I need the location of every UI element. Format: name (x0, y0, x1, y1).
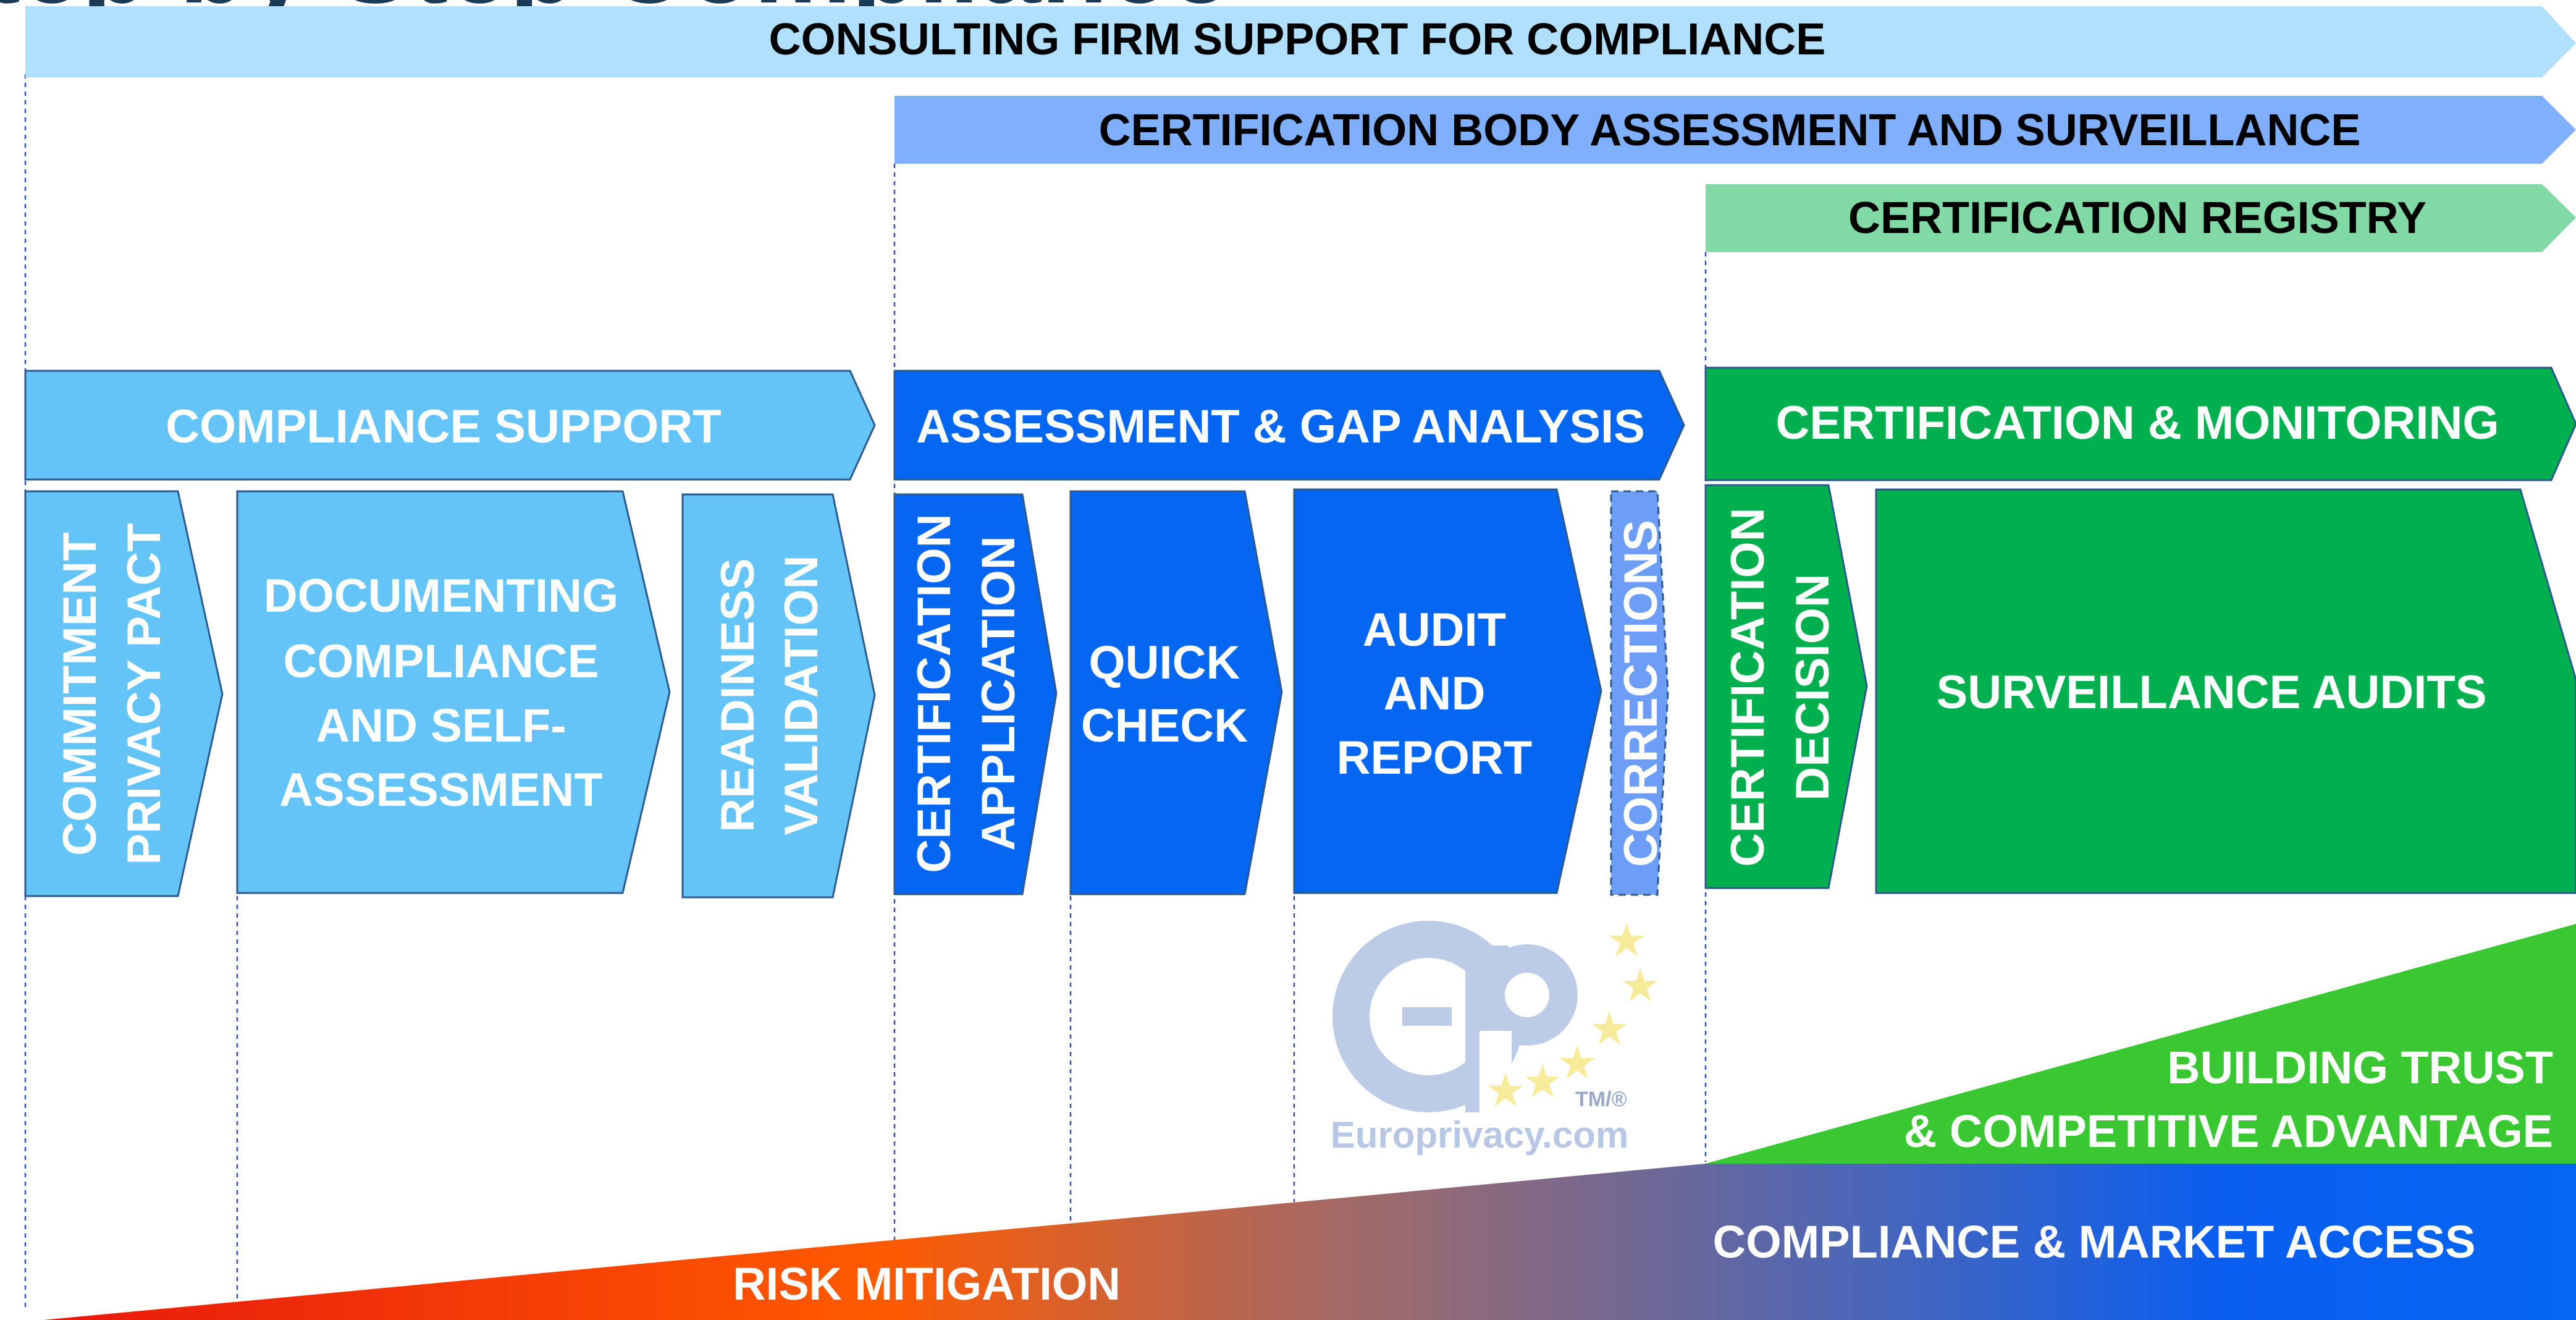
certification-body-band: CERTIFICATION BODY ASSESSMENT AND SURVEI… (894, 96, 2576, 164)
step-commitment-line1: COMMITMENT (54, 532, 106, 855)
consulting-band-label: CONSULTING FIRM SUPPORT FOR COMPLIANCE (769, 15, 1826, 64)
step-surveillance-line1: SURVEILLANCE AUDITS (1937, 666, 2487, 719)
star-icon: ★ (1522, 1056, 1563, 1107)
step-corrections: CORRECTIONS (1610, 490, 1669, 896)
step-decision-line2: DECISION (1787, 573, 1839, 800)
star-icon: ★ (1620, 960, 1661, 1011)
building-trust-wedge: BUILDING TRUST & COMPETITIVE ADVANTAGE (1706, 924, 2576, 1164)
step-decision: CERTIFICATION DECISION (1704, 484, 1868, 889)
registry-band-label: CERTIFICATION REGISTRY (1848, 193, 2427, 243)
phase-compliance-support: COMPLIANCE SUPPORT (24, 370, 876, 481)
step-audit-line3: REPORT (1337, 732, 1533, 784)
step-documenting-line1: DOCUMENTING (264, 570, 618, 622)
step-audit: AUDIT AND REPORT (1293, 488, 1602, 894)
step-application: CERTIFICATION APPLICATION (893, 493, 1058, 895)
step-quick-check-line2: CHECK (1081, 700, 1248, 752)
consulting-band: CONSULTING FIRM SUPPORT FOR COMPLIANCE (25, 6, 2576, 77)
certification-body-band-label: CERTIFICATION BODY ASSESSMENT AND SURVEI… (1099, 106, 2361, 155)
step-documenting-line2: COMPLIANCE (284, 635, 599, 688)
step-readiness: READINESS VALIDATION (681, 493, 876, 899)
building-trust-line2: & COMPETITIVE ADVANTAGE (1904, 1106, 2553, 1157)
step-audit-line1: AUDIT (1363, 604, 1506, 656)
star-icon: ★ (1589, 1003, 1630, 1054)
step-corrections-line1: CORRECTIONS (1615, 520, 1667, 867)
step-decision-line1: CERTIFICATION (1722, 507, 1774, 866)
star-icon: ★ (1606, 915, 1647, 966)
step-documenting-line3: AND SELF- (316, 700, 566, 752)
step-quick-check-line1: QUICK (1089, 637, 1240, 689)
step-application-line1: CERTIFICATION (908, 514, 961, 873)
step-documenting-line4: ASSESSMENT (279, 764, 603, 816)
risk-mitigation-label: RISK MITIGATION (733, 1258, 1121, 1309)
building-trust-line1: BUILDING TRUST (2167, 1042, 2553, 1093)
star-icon: ★ (1485, 1065, 1526, 1116)
step-commitment-line2: PRIVACY PACT (118, 523, 170, 865)
step-readiness-line2: VALIDATION (775, 555, 828, 835)
risk-mitigation-wedge: COMPLIANCE & MARKET ACCESS RISK MITIGATI… (43, 1164, 2576, 1320)
phase-monitoring: CERTIFICATION & MONITORING (1704, 366, 2576, 481)
step-surveillance: SURVEILLANCE AUDITS (1875, 488, 2576, 894)
phase-monitoring-label: CERTIFICATION & MONITORING (1776, 397, 2499, 449)
step-application-line2: APPLICATION (972, 536, 1025, 850)
europrivacy-logo: ★ ★ ★ ★ ★ ★ TM/® Europrivacy.com (1331, 915, 1661, 1156)
step-quick-check: QUICK CHECK (1069, 490, 1283, 895)
logo-wordmark: Europrivacy.com (1331, 1114, 1628, 1156)
step-commitment: COMMITMENT PRIVACY PACT (24, 490, 224, 897)
market-access-label: COMPLIANCE & MARKET ACCESS (1713, 1216, 2476, 1267)
phase-assessment-label: ASSESSMENT & GAP ANALYSIS (916, 400, 1645, 453)
star-icon: ★ (1557, 1037, 1597, 1088)
phase-compliance-support-label: COMPLIANCE SUPPORT (166, 400, 721, 453)
registry-band: CERTIFICATION REGISTRY (1706, 184, 2576, 252)
logo-tm: TM/® (1575, 1088, 1627, 1111)
step-readiness-line1: READINESS (712, 558, 764, 832)
step-documenting: DOCUMENTING COMPLIANCE AND SELF- ASSESSM… (236, 490, 671, 894)
step-audit-line2: AND (1384, 667, 1486, 720)
phase-assessment: ASSESSMENT & GAP ANALYSIS (893, 370, 1685, 481)
